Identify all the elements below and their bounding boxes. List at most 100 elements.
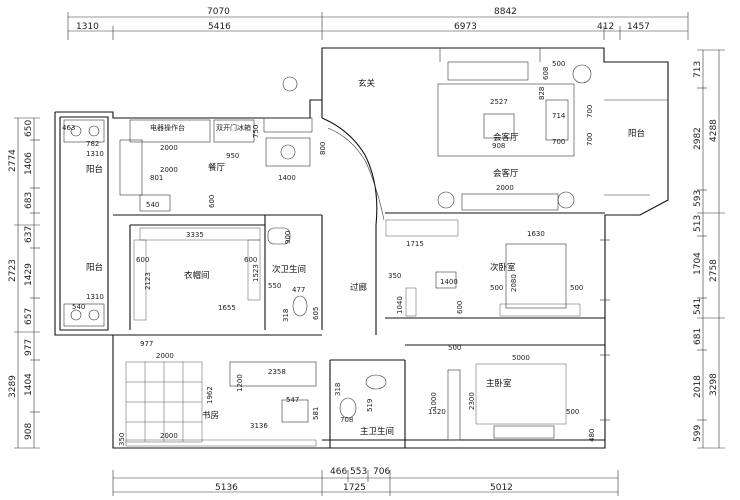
dim-left-2774: 2774 bbox=[8, 149, 18, 172]
dim-600b: 600 bbox=[136, 256, 149, 264]
dim-500c: 500 bbox=[490, 284, 503, 292]
dining-table bbox=[265, 137, 311, 167]
interior-walls bbox=[113, 212, 605, 448]
room-dining: 餐厅 bbox=[208, 163, 226, 173]
dim-right-2018: 2018 bbox=[693, 375, 703, 398]
room-master-bed: 主卧室 bbox=[486, 378, 512, 389]
dim-950: 950 bbox=[226, 152, 239, 160]
dim-500e: 500 bbox=[552, 60, 565, 68]
dim-2000e: 2000 bbox=[496, 184, 514, 192]
dim-5000: 5000 bbox=[512, 354, 530, 362]
room-balcony-left-top: 阳台 bbox=[86, 164, 103, 175]
study-rug bbox=[125, 361, 203, 443]
entry-plant-icon bbox=[282, 76, 298, 92]
right-dimension-lines bbox=[697, 49, 725, 449]
room-balcony-left-mid: 阳台 bbox=[86, 262, 103, 273]
dim-700a: 700 bbox=[586, 105, 594, 118]
dim-3335: 3335 bbox=[186, 231, 204, 239]
dim-3136: 3136 bbox=[250, 422, 268, 430]
dim-top-8842: 8842 bbox=[494, 7, 517, 17]
dim-left-2723: 2723 bbox=[8, 259, 18, 282]
dim-350a: 350 bbox=[118, 433, 126, 446]
dim-right-513: 513 bbox=[693, 215, 703, 232]
dim-1523: 1523 bbox=[252, 264, 260, 282]
second-bath-toilet-icon bbox=[292, 295, 308, 317]
corridor-cabinet bbox=[385, 219, 459, 237]
sink-bowl-left-icon bbox=[70, 309, 82, 321]
dim-480: 480 bbox=[588, 429, 596, 442]
room-second-bed: 次卧室 bbox=[490, 262, 516, 273]
dim-708: 708 bbox=[340, 416, 353, 424]
dim-908: 908 bbox=[492, 142, 505, 150]
dim-left-3289: 3289 bbox=[8, 375, 18, 398]
master-bed bbox=[475, 363, 567, 425]
room-study: 书房 bbox=[202, 410, 219, 421]
dim-right-713: 713 bbox=[693, 61, 703, 78]
cloakroom-shelf-left bbox=[133, 239, 147, 321]
dim-782: 782 bbox=[86, 140, 99, 148]
dim-1000: 1000 bbox=[430, 392, 438, 410]
dim-bottom-706: 706 bbox=[373, 467, 390, 477]
dim-left-1429: 1429 bbox=[24, 263, 34, 286]
dim-right-599: 599 bbox=[693, 425, 703, 442]
dim-top-5416: 5416 bbox=[208, 22, 231, 32]
dim-right-2758: 2758 bbox=[709, 259, 719, 282]
top-dimension-lines bbox=[67, 12, 689, 40]
master-tv-bench bbox=[493, 425, 555, 439]
dim-right-3298: 3298 bbox=[709, 373, 719, 396]
living-rug bbox=[437, 83, 575, 157]
curved-wall-inner bbox=[327, 127, 385, 221]
dim-1655: 1655 bbox=[218, 304, 236, 312]
dim-1520: 1520 bbox=[428, 408, 446, 416]
dim-bottom-5136: 5136 bbox=[215, 483, 238, 493]
dim-714: 714 bbox=[552, 112, 566, 120]
dim-2000d: 2000 bbox=[160, 432, 178, 440]
dim-700b: 700 bbox=[552, 138, 565, 146]
dim-828: 828 bbox=[538, 87, 546, 100]
dim-right-4288: 4288 bbox=[709, 119, 719, 142]
dim-right-2982: 2982 bbox=[693, 127, 703, 150]
fridge bbox=[213, 119, 255, 143]
dim-500b: 500 bbox=[566, 408, 579, 416]
dim-1962: 1962 bbox=[206, 386, 214, 404]
bottom-dimension-lines bbox=[112, 470, 619, 496]
dim-top-6973: 6973 bbox=[454, 22, 477, 32]
label-appliance-counter: 电器操作台 bbox=[150, 123, 185, 132]
second-bed-desk bbox=[435, 271, 457, 289]
dim-750: 750 bbox=[252, 125, 260, 138]
tv-plant-right-icon bbox=[557, 191, 575, 209]
exterior-walls bbox=[54, 47, 669, 449]
dim-547: 547 bbox=[286, 396, 299, 404]
armchair-pair bbox=[545, 99, 569, 141]
dim-801: 801 bbox=[150, 174, 163, 182]
second-bath-sink bbox=[267, 227, 291, 245]
left-dimension-lines bbox=[14, 117, 40, 449]
living-sofa bbox=[447, 61, 529, 81]
dim-left-908: 908 bbox=[24, 423, 34, 440]
dim-2527: 2527 bbox=[490, 98, 508, 106]
dim-463: 463 bbox=[62, 124, 75, 132]
dim-519: 519 bbox=[366, 399, 374, 412]
dim-540b: 540 bbox=[72, 303, 85, 311]
cloakroom-shelf-top bbox=[139, 227, 261, 241]
living-plant-icon bbox=[572, 64, 592, 84]
dim-540a: 540 bbox=[146, 201, 159, 209]
dim-977: 977 bbox=[140, 340, 153, 348]
dim-right-541: 541 bbox=[693, 298, 703, 315]
dim-top-1457: 1457 bbox=[627, 22, 650, 32]
dim-581: 581 bbox=[312, 407, 320, 420]
dim-2358: 2358 bbox=[268, 368, 286, 376]
dim-left-1404: 1404 bbox=[24, 373, 34, 396]
dim-left-657: 657 bbox=[24, 308, 34, 325]
tv-cabinet bbox=[461, 193, 559, 211]
room-second-bath: 次卫生间 bbox=[272, 264, 306, 275]
dim-right-593: 593 bbox=[693, 190, 703, 207]
dim-477: 477 bbox=[292, 286, 305, 294]
dim-bottom-1725: 1725 bbox=[343, 483, 366, 493]
appliance-counter bbox=[129, 119, 211, 143]
corridor-shelf bbox=[405, 287, 417, 317]
kitchen-sink bbox=[139, 194, 171, 212]
dim-top-7070: 7070 bbox=[207, 7, 230, 17]
dim-318a: 318 bbox=[282, 309, 290, 322]
